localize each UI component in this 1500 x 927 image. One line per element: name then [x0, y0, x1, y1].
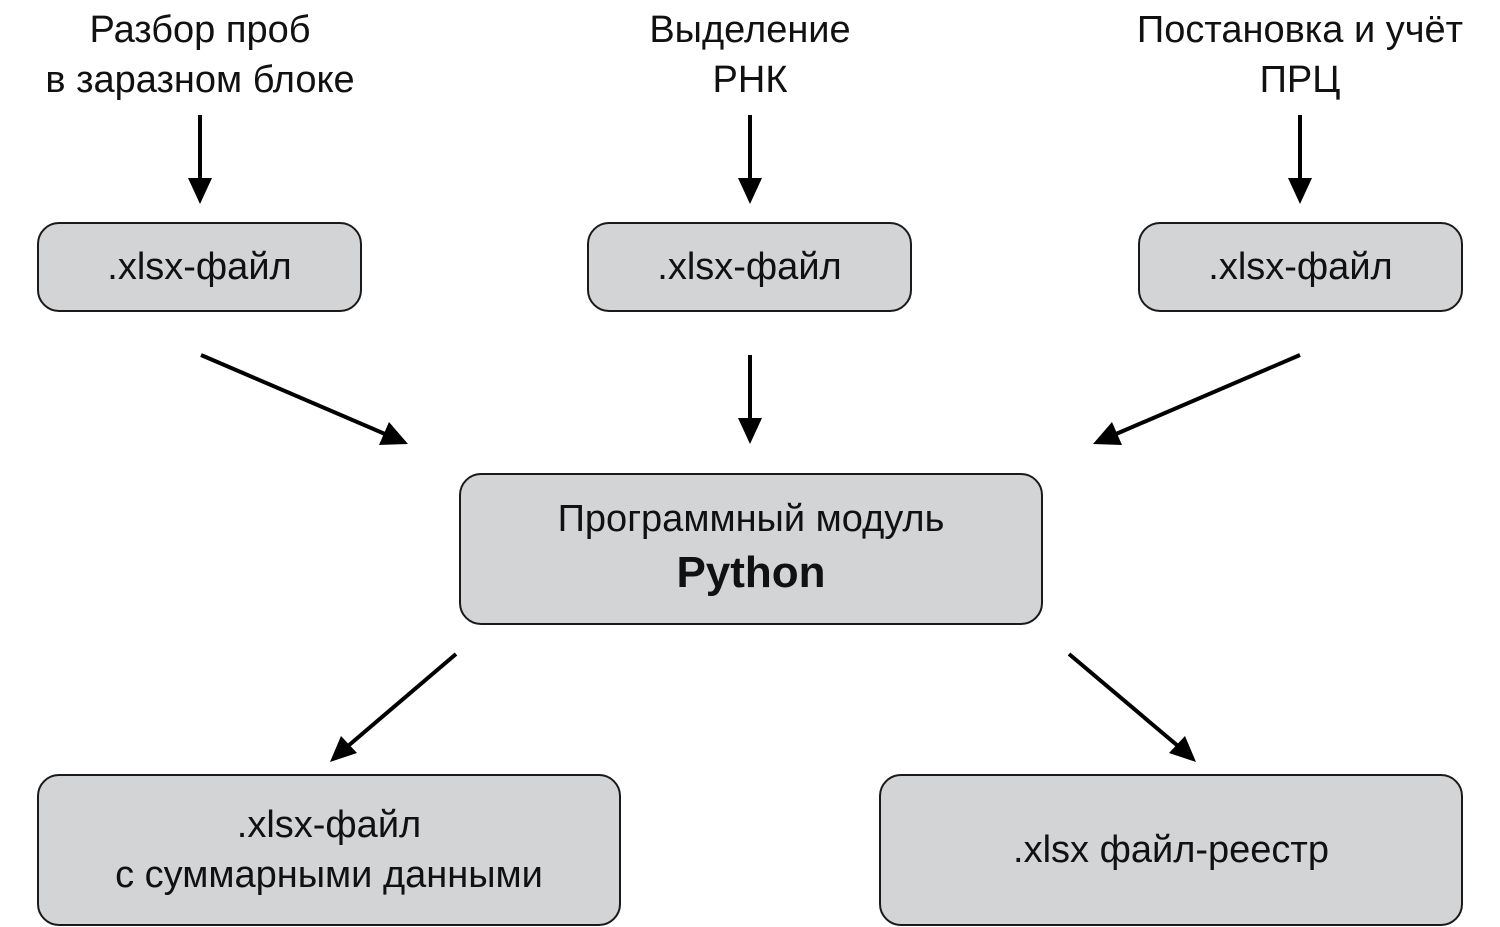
arrow-module-to-registry	[1067, 652, 1196, 762]
stage-label-rna-extraction: Выделение РНК	[550, 5, 950, 105]
arrow-label1-to-file1	[188, 115, 212, 204]
arrowhead-icon	[188, 178, 212, 204]
label-line: Разбор проб	[89, 9, 311, 51]
stage-label-pcr: Постановка и учёт ПРЦ	[1090, 5, 1500, 105]
arrow-file3-to-module	[1093, 353, 1301, 445]
file-label: .xlsx-файл	[1208, 246, 1393, 288]
output-line: .xlsx файл-реестр	[1013, 829, 1329, 871]
label-line: РНК	[712, 59, 788, 101]
label-line: Выделение	[649, 9, 851, 51]
file-label: .xlsx-файл	[657, 246, 842, 288]
output-line: с суммарными данными	[115, 854, 543, 896]
file-label: .xlsx-файл	[107, 246, 292, 288]
output-line: .xlsx-файл	[236, 804, 422, 846]
label-line: ПРЦ	[1259, 59, 1341, 101]
output-summary-box: .xlsx-файл с суммарными данными	[37, 774, 621, 926]
label-line: в заразном блоке	[45, 59, 355, 101]
module-language: Python	[676, 548, 826, 597]
arrowhead-icon	[1288, 178, 1312, 204]
source-file-box-2: .xlsx-файл	[587, 222, 912, 312]
source-file-box-1: .xlsx-файл	[37, 222, 362, 312]
arrowhead-icon	[1093, 422, 1122, 445]
source-file-box-3: .xlsx-файл	[1138, 222, 1463, 312]
arrow-label3-to-file3	[1288, 115, 1312, 204]
module-title: Программный модуль	[557, 498, 945, 540]
arrowhead-icon	[330, 736, 357, 762]
arrow-module-to-summary	[330, 652, 458, 762]
python-module-box: Программный модуль Python	[459, 473, 1043, 625]
arrowhead-icon	[379, 422, 408, 445]
arrow-file1-to-module	[200, 353, 408, 445]
label-line: Постановка и учёт	[1136, 9, 1464, 51]
arrowhead-icon	[738, 178, 762, 204]
stage-label-sample-sorting: Разбор проб в заразном блоке	[0, 5, 400, 105]
arrow-label2-to-file2	[738, 115, 762, 204]
arrow-file2-to-module	[738, 355, 762, 444]
arrowhead-icon	[738, 418, 762, 444]
arrowhead-icon	[1169, 736, 1196, 762]
output-registry-box: .xlsx файл-реестр	[879, 774, 1463, 926]
